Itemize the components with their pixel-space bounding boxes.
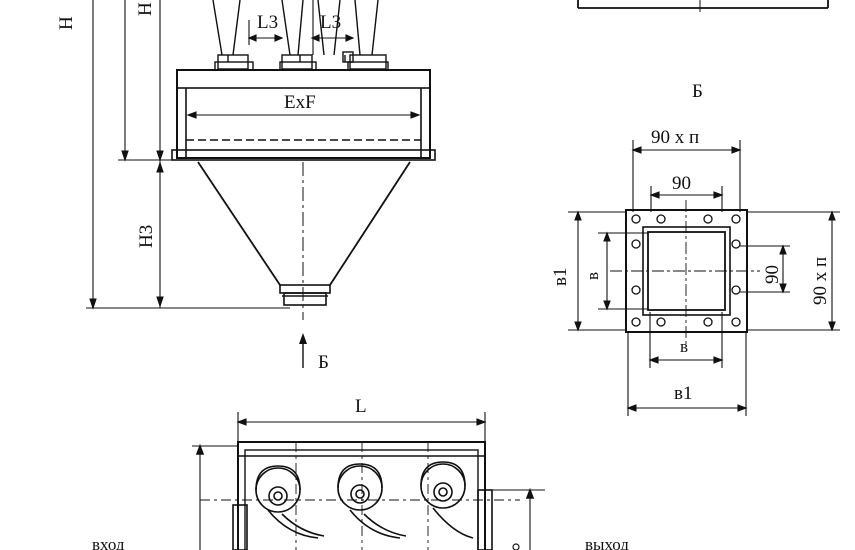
label-b-left: в [583,272,602,280]
front-view: L3 L3 ExF [56,0,436,373]
cyclone-tubes [212,0,389,71]
dims-height [86,0,290,310]
label-exf: ExF [284,92,316,113]
label-h1: H [135,2,156,16]
top-right-frame [577,0,829,12]
view-b-title: Б [692,81,703,102]
label-l3-left: L3 [257,12,278,33]
bolts [631,214,741,327]
label-arrow-b: Б [318,352,329,373]
label-b1-left: в1 [550,268,571,286]
dim-exf [186,111,421,119]
plan-cyclones [255,461,474,539]
plan-view: L [192,396,545,550]
dim-l3 [247,0,355,55]
label-b-bottom: в [680,337,688,356]
label-inlet: вход [92,535,125,550]
label-90-right: 90 [762,265,783,284]
collector-box [171,69,436,161]
label-l3-right: L3 [320,12,341,33]
label-b1-bottom: в1 [674,383,692,404]
flange-view: 90 х п 90 в1 в [550,127,840,416]
label-h3: H3 [136,225,157,248]
label-90xn-right: 90 х п [810,257,831,305]
label-90xn-top: 90 х п [651,127,699,148]
label-l: L [355,396,367,417]
label-outlet: выход [585,535,629,550]
hopper [197,161,411,320]
label-h: H [56,16,77,30]
label-90-top: 90 [672,173,691,194]
view-arrow-b [299,333,307,368]
